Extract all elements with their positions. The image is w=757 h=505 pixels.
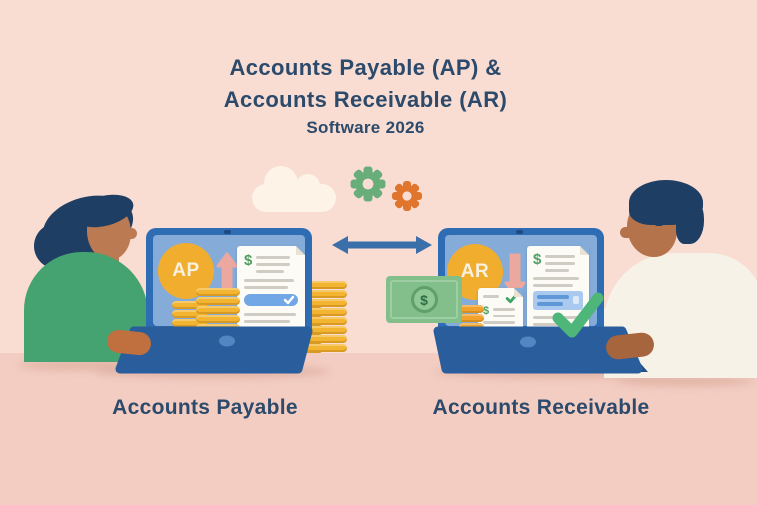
accounts-payable-label: Accounts Payable (112, 396, 298, 419)
man-hair-curl (651, 208, 667, 226)
man-hair-back (676, 198, 704, 244)
coin-stack (305, 281, 347, 353)
title-line-1: Accounts Payable (AP) & (229, 55, 502, 80)
title-line-2: Accounts Receivable (AR) (223, 87, 508, 112)
dollar-sign: $ (244, 252, 253, 269)
gear-orange-icon (392, 181, 422, 211)
checkmark-icon (505, 293, 518, 304)
desk-surface (0, 353, 757, 505)
person-shadow-left (18, 360, 138, 370)
gear-green-icon (350, 166, 386, 202)
laptop-base-right (433, 326, 648, 374)
money-bill-icon: $ (386, 276, 462, 323)
title-block: Accounts Payable (AP) & Accounts Receiva… (224, 52, 507, 138)
receipt-document: $ (478, 288, 523, 332)
transfer-arrow-icon (332, 236, 432, 254)
accounts-receivable-label: Accounts Receivable (432, 396, 650, 419)
big-checkmark-icon (552, 292, 604, 338)
laptop-base-left (115, 326, 313, 374)
detail-panel (533, 291, 583, 310)
title-subtitle: Software 2026 (306, 118, 425, 137)
dollar-sign: $ (483, 305, 490, 317)
approved-bar (244, 294, 298, 306)
laptop-screen-left: AP $ (146, 228, 312, 343)
trackpad (219, 335, 235, 347)
cursor-icon (573, 296, 579, 304)
woman-nose (126, 228, 137, 239)
man-nose (620, 227, 631, 238)
trackpad (520, 336, 536, 348)
cloud-icon (252, 166, 336, 212)
dollar-sign: $ (533, 251, 542, 268)
camera-icon (516, 230, 523, 234)
person-shadow-right (615, 376, 755, 386)
checkmark-icon (283, 295, 295, 305)
dollar-sign: $ (420, 291, 428, 308)
camera-icon (224, 230, 231, 234)
down-arrow-icon (504, 253, 526, 297)
